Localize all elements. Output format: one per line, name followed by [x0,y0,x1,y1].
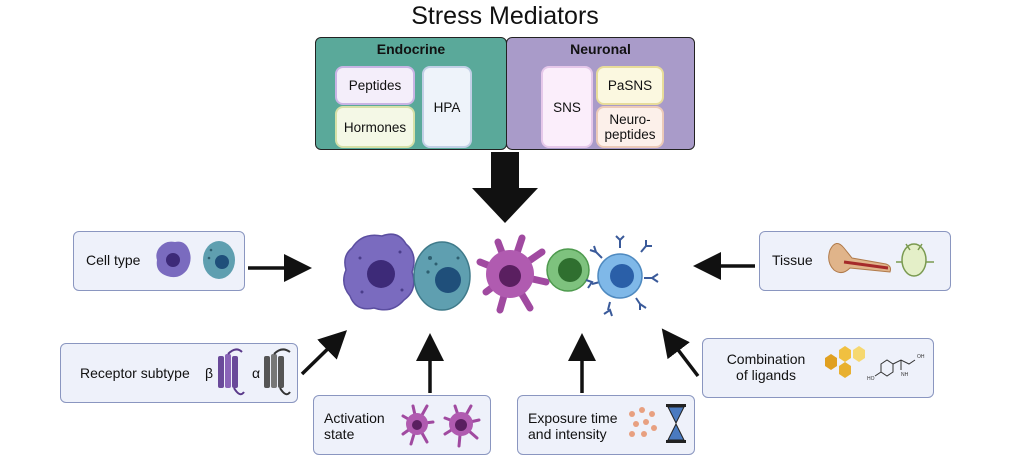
cell-type-label: Cell type [86,252,141,268]
molecule-structure-icon [874,359,916,377]
svg-text:HO: HO [867,376,875,382]
immune-cells-cluster [343,233,659,317]
diagram-title: Stress Mediators [411,2,599,30]
combination-card [702,338,934,398]
exposure-icons [629,404,686,443]
neuronal-title: Neuronal [570,41,631,57]
hexagon-ligand-icon [825,346,865,378]
b-cell-icon [585,235,659,317]
receptor-arrow [300,330,348,376]
svg-text:OH: OH [917,354,925,360]
sns-chip: SNS [541,66,593,148]
neuropeptides-chip: Neuro- peptides [596,106,664,148]
tissue-label: Tissue [772,252,813,268]
receptor-beta-label: β [205,365,214,381]
ligand-icons: HO OH NH [825,346,925,382]
receptor-subtype-label: Receptor subtype [80,365,190,381]
receptor-alpha-label: α [252,365,261,381]
lymphocyte-cell-icon [546,248,590,292]
hpa-chip: HPA [422,66,472,148]
cell-type-icons [156,241,235,279]
exposure-card [517,395,695,455]
combination-arrow [661,328,700,378]
receptor-subtype-card [60,343,298,403]
combination-label: Combination of ligands [726,351,806,383]
hourglass-icon [666,404,686,443]
pasns-chip: PaSNS [596,66,664,105]
activation-card [313,395,491,455]
particles-icon [629,407,657,437]
dendritic-cell-icon [476,234,550,314]
endocrine-title: Endocrine [376,41,446,57]
macrophage-cell-icon [343,233,415,311]
activation-label: Activation state [324,410,385,442]
peptides-chip: Peptides [335,66,415,105]
neuronal-panel: Neuronal SNS PaSNS Neuro- peptides [506,37,695,150]
endocrine-panel: Endocrine Peptides Hormones HPA [315,37,507,150]
exposure-label: Exposure time and intensity [528,410,618,442]
activation-cells-icon [401,404,481,448]
big-down-arrow [472,152,538,223]
beta-receptor-icon [218,348,245,396]
tissue-icons [828,243,934,277]
hormones-chip: Hormones [335,106,415,148]
svg-text:NH: NH [901,372,909,378]
alpha-receptor-icon [264,348,291,396]
granulocyte-cell-icon [413,241,471,311]
receptor-icons [218,348,291,396]
